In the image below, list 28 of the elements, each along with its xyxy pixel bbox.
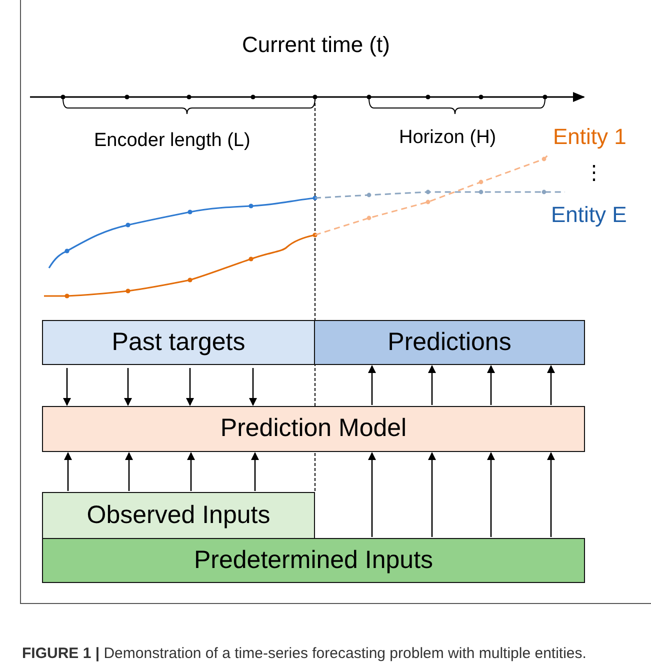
arrow	[368, 452, 376, 537]
series-label: Entity 1	[553, 123, 626, 151]
series-label: Entity E	[551, 201, 627, 229]
arrow	[249, 368, 257, 406]
arrow	[187, 452, 195, 491]
model-box: Prediction Model	[42, 406, 585, 452]
ellipsis-mark: ⋮	[584, 161, 604, 186]
predetermined-inputs-box: Predetermined Inputs	[42, 538, 585, 583]
arrow	[63, 368, 71, 406]
horizon-label: Horizon (H)	[399, 126, 496, 150]
arrow	[251, 452, 259, 491]
arrow	[547, 365, 555, 405]
arrow	[64, 452, 72, 491]
arrow	[547, 452, 555, 537]
arrow	[124, 368, 132, 406]
arrow	[186, 368, 194, 406]
arrow	[428, 452, 436, 537]
past-targets-box: Past targets	[42, 320, 315, 365]
predictions-box: Predictions	[314, 320, 585, 365]
arrow	[125, 452, 133, 491]
arrow	[368, 365, 376, 405]
arrow	[428, 365, 436, 405]
time-label: Current time (t)	[241, 31, 391, 59]
figure-caption: FIGURE 1 | Demonstration of a time-series forecasting problem with multiple entities.	[22, 644, 588, 664]
observed-inputs-box: Observed Inputs	[42, 492, 315, 539]
arrow	[487, 452, 495, 537]
arrow	[487, 365, 495, 405]
encoder-length-label: Encoder length (L)	[94, 129, 250, 153]
